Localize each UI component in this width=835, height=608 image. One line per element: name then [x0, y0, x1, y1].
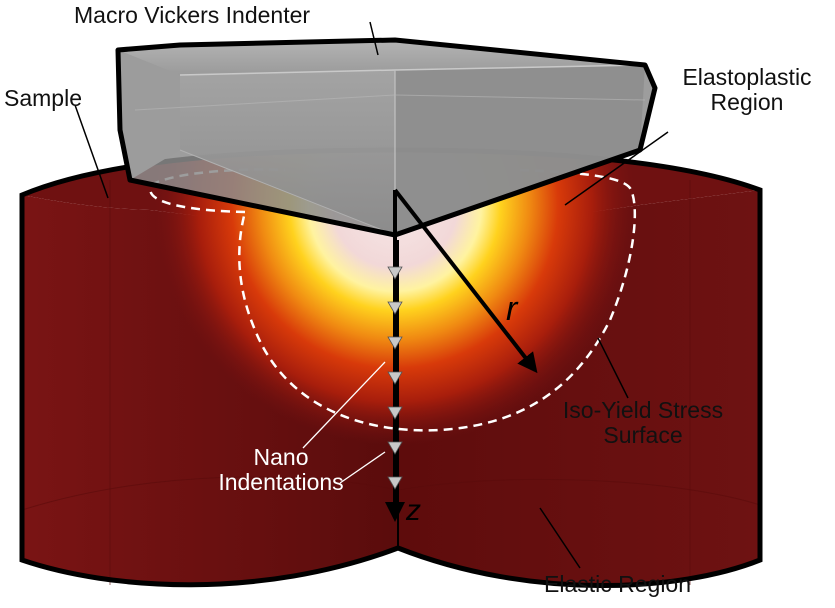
nano-indentation-marker: [387, 406, 403, 420]
nano-label-line1: Nano: [253, 444, 309, 470]
indenter-label: Macro Vickers Indenter: [74, 2, 311, 28]
iso-yield-label-line2: Surface: [603, 421, 683, 448]
elastoplastic-label-line2: Region: [710, 88, 784, 115]
r-axis-label: r: [506, 290, 518, 328]
nano-indentation-marker: [387, 476, 403, 490]
iso-yield-label: Iso-Yield Stress Surface: [523, 398, 763, 448]
elastoplastic-label-line1: Elastoplastic: [682, 64, 812, 90]
r-axis-arrow: [393, 188, 538, 374]
vickers-indenter: [115, 37, 658, 238]
elastoplastic-label: Elastoplastic Region: [662, 65, 832, 115]
nano-indentation-marker: [387, 301, 403, 315]
nano-indentation-marker: [387, 266, 403, 280]
nano-indentations-label: Nano Indentations: [196, 445, 366, 495]
nano-leaders: [302, 361, 386, 484]
sample-label: Sample: [4, 85, 82, 111]
leader-lines: [74, 21, 669, 569]
nano-indentation-markers: [387, 266, 403, 490]
z-axis-label: z: [406, 494, 421, 527]
nano-indentation-marker: [387, 371, 403, 385]
elastic-region-label: Elastic Region: [544, 571, 692, 597]
iso-yield-label-line1: Iso-Yield Stress: [562, 397, 724, 423]
nano-indentation-marker: [387, 336, 403, 350]
nano-label-line2: Indentations: [218, 468, 344, 495]
nano-indentation-marker: [387, 441, 403, 455]
